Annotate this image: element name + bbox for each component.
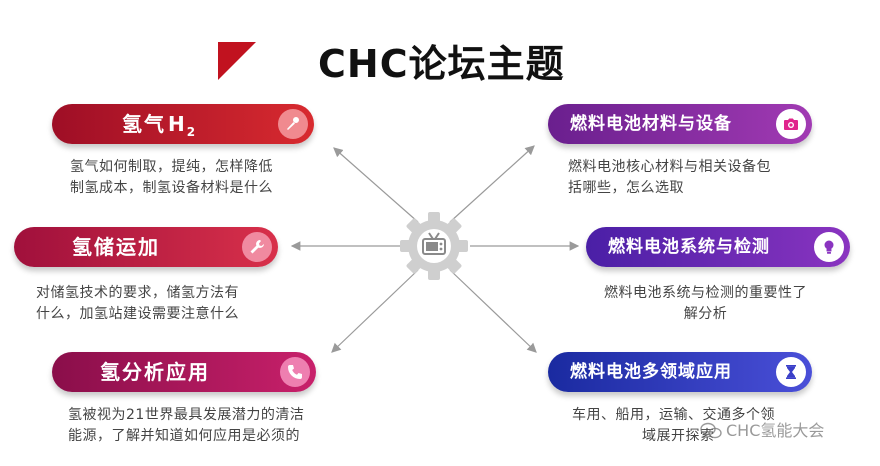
wechat-icon: [700, 422, 722, 439]
arrow-to-materials: [449, 145, 535, 223]
topic-materials-description: 燃料电池核心材料与相关设备包 括哪些，怎么选取: [568, 159, 771, 196]
topic-analysis-description: 氢被视为21世界最具发展潜力的清洁 能源，了解并知道如何应用是必须的: [68, 407, 305, 444]
gear-tv-icon: [400, 212, 468, 280]
arrow-to-applications: [449, 269, 537, 353]
topic-storage-pill: 氢储运加: [14, 227, 278, 267]
camera-icon: [776, 109, 806, 139]
topic-systems-description: 燃料电池系统与检测的重要性了 解分析: [604, 285, 807, 322]
arrow-to-analysis: [331, 269, 419, 353]
hourglass-icon: [776, 357, 806, 387]
phone-icon: [280, 357, 310, 387]
wrench-icon: [242, 232, 272, 262]
corner-triangle-accent: [218, 42, 256, 80]
microphone-icon: [278, 109, 308, 139]
topic-storage-label: 氢储运加: [72, 235, 160, 259]
arrow-to-hydrogen: [333, 147, 419, 223]
watermark-text: CHC氢能大会: [726, 421, 825, 440]
page-title: CHC论坛主题: [318, 42, 565, 86]
topic-analysis-label: 氢分析应用: [100, 360, 210, 384]
topic-applications-label: 燃料电池多领域应用: [570, 362, 732, 382]
topic-analysis-pill: 氢分析应用: [52, 352, 316, 392]
topic-systems-pill: 燃料电池系统与检测: [586, 227, 850, 267]
topic-materials-pill: 燃料电池材料与设备: [548, 104, 812, 144]
topic-hydrogen-description: 氢气如何制取，提纯，怎样降低 制氢成本，制氢设备材料是什么: [70, 159, 273, 196]
topic-systems-label: 燃料电池系统与检测: [608, 237, 770, 257]
topic-storage-description: 对储氢技术的要求，储氢方法有 什么，加氢站建设需要注意什么: [36, 285, 239, 322]
topic-applications-pill: 燃料电池多领域应用: [548, 352, 812, 392]
topic-applications-description: 车用、船用，运输、交通多个领 域展开探索: [572, 407, 775, 444]
lightbulb-icon: [814, 232, 844, 262]
topic-materials-label: 燃料电池材料与设备: [570, 114, 732, 134]
